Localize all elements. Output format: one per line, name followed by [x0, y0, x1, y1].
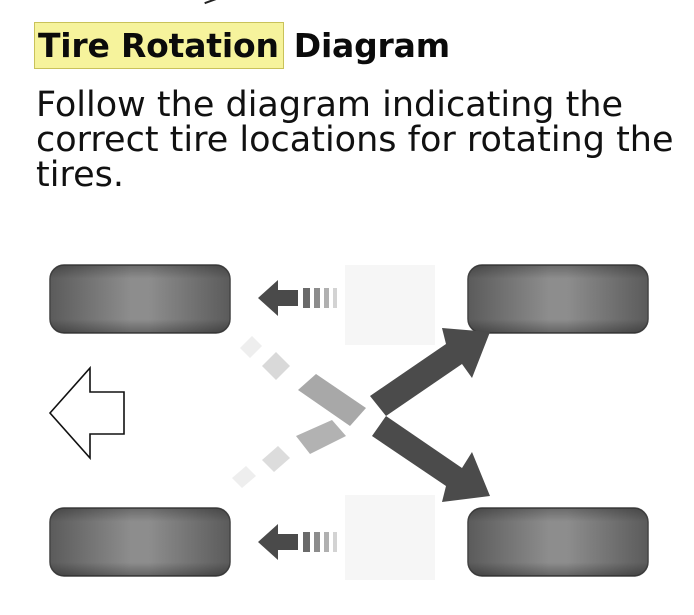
tire-rotation-diagram	[0, 240, 694, 615]
left-arrow-icon	[258, 524, 337, 560]
diagonal-arrow-icon	[372, 416, 490, 502]
instruction-text: Follow the diagram indicating the correc…	[36, 88, 676, 193]
cropped-text-fragment	[204, 0, 217, 8]
diagonal-arrow-tail	[232, 336, 366, 488]
highlighted-title-text: Tire Rotation	[34, 22, 284, 69]
page-title: Tire Rotation Diagram	[34, 12, 450, 78]
tire-icon	[50, 508, 230, 576]
background-panel	[345, 495, 435, 580]
tire-icon	[50, 265, 230, 333]
left-arrow-icon	[258, 280, 337, 316]
title-text: Diagram	[294, 26, 450, 65]
tire-icon	[468, 265, 648, 333]
background-panel	[345, 265, 435, 345]
tire-icon	[468, 508, 648, 576]
front-direction-arrow-icon	[50, 368, 124, 458]
